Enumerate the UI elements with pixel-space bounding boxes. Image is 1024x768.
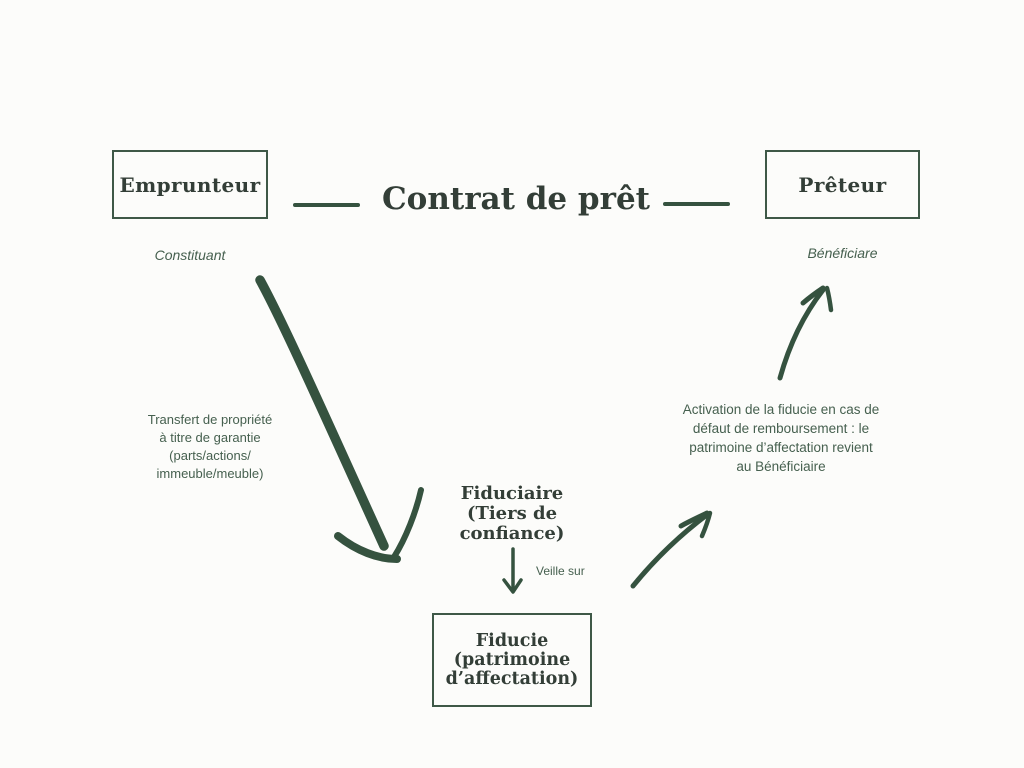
preteur-box: Prêteur	[765, 150, 920, 219]
activation-annotation: Activation de la fiducie en cas de défau…	[682, 402, 880, 474]
preteur-label: Prêteur	[798, 172, 887, 197]
beneficiare-role-label: Bénéficiare	[807, 245, 878, 261]
beneficiary-arrow	[777, 285, 834, 381]
veille-sur-label: Veille sur	[536, 564, 585, 578]
emprunteur-label: Emprunteur	[119, 172, 261, 197]
emprunteur-box: Emprunteur	[112, 150, 268, 219]
constituant-role-label: Constituant	[154, 247, 226, 263]
transfert-annotation: Transfert de propriété à titre de garant…	[147, 412, 273, 481]
fiduciaire-node: Fiduciaire (Tiers de confiance)	[459, 483, 565, 544]
diagram-title: Contrat de prêt	[382, 181, 650, 217]
fiducie-box: Fiducie (patrimoine d’affectation)	[432, 613, 592, 707]
veille-arrow	[502, 547, 523, 594]
fiducie-label: Fiducie (patrimoine d’affectation)	[445, 630, 579, 689]
activation-arrow	[630, 510, 713, 589]
